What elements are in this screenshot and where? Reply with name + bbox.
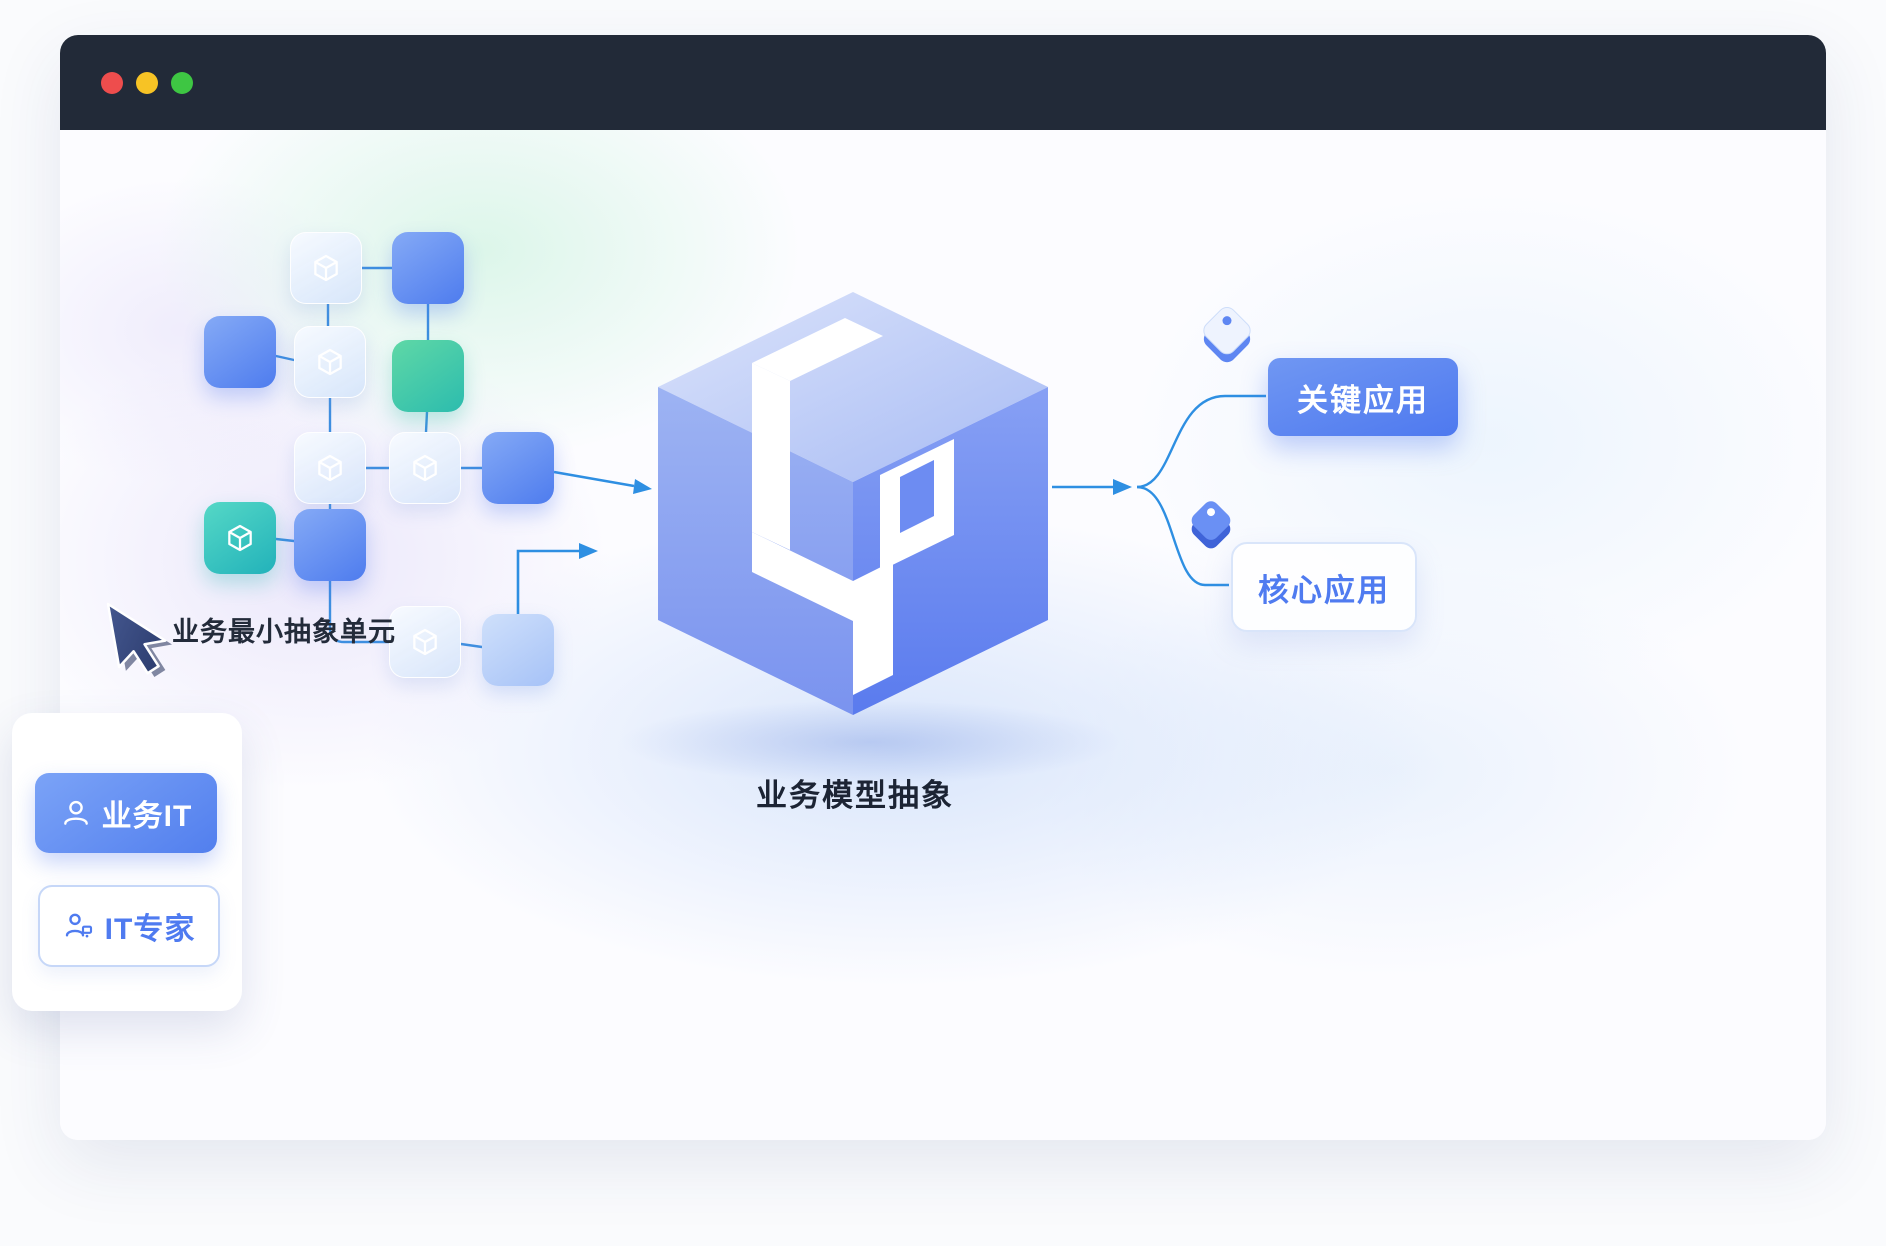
browser-window: 业务最小抽象单元 业务模型抽象 关键应用 核心应用 [60,35,1826,1140]
module-node [482,432,554,504]
diagram-canvas: 业务最小抽象单元 业务模型抽象 关键应用 核心应用 [60,130,1826,1140]
input-arrows [516,470,652,614]
maximize-icon[interactable] [171,71,193,94]
grid-connectors [274,266,484,649]
minimize-icon[interactable] [136,71,158,94]
abstraction-cube [658,292,1048,715]
roles-card: 业务IT IT专家 [12,713,242,1011]
cube-icon [409,452,441,484]
module-node [389,606,461,678]
tag-icon [1203,306,1251,363]
business-it-button[interactable]: 业务IT [35,773,217,853]
module-node [294,509,366,581]
cube-icon [314,346,346,378]
output-arrows [1052,394,1266,587]
annotation-label: 业务最小抽象单元 [172,617,396,647]
module-node [294,326,366,398]
cursor-arrow-icon [106,602,173,678]
it-expert-button[interactable]: IT专家 [38,885,220,967]
window-titlebar [60,35,1826,130]
connector-layer [106,266,1266,784]
module-node [389,432,461,504]
cube-icon [310,252,342,284]
cube-icon [314,452,346,484]
core-app-button[interactable]: 核心应用 [1231,542,1417,632]
business-it-label: 业务IT [101,800,193,833]
expert-icon [65,913,92,938]
module-node [290,232,362,304]
module-node [392,340,464,412]
tag-icon [1191,501,1231,549]
module-node [204,502,276,574]
center-label: 业务模型抽象 [756,778,954,813]
cube-icon [224,522,256,554]
core-app-label: 核心应用 [1258,572,1390,608]
key-app-button[interactable]: 关键应用 [1268,358,1458,436]
person-icon [63,800,88,825]
module-node [392,232,464,304]
module-node [204,316,276,388]
module-node [482,614,554,686]
module-node [294,432,366,504]
cube-shadow [620,700,1120,784]
it-expert-label: IT专家 [104,913,196,946]
close-icon[interactable] [101,71,123,94]
key-app-label: 关键应用 [1297,382,1429,418]
